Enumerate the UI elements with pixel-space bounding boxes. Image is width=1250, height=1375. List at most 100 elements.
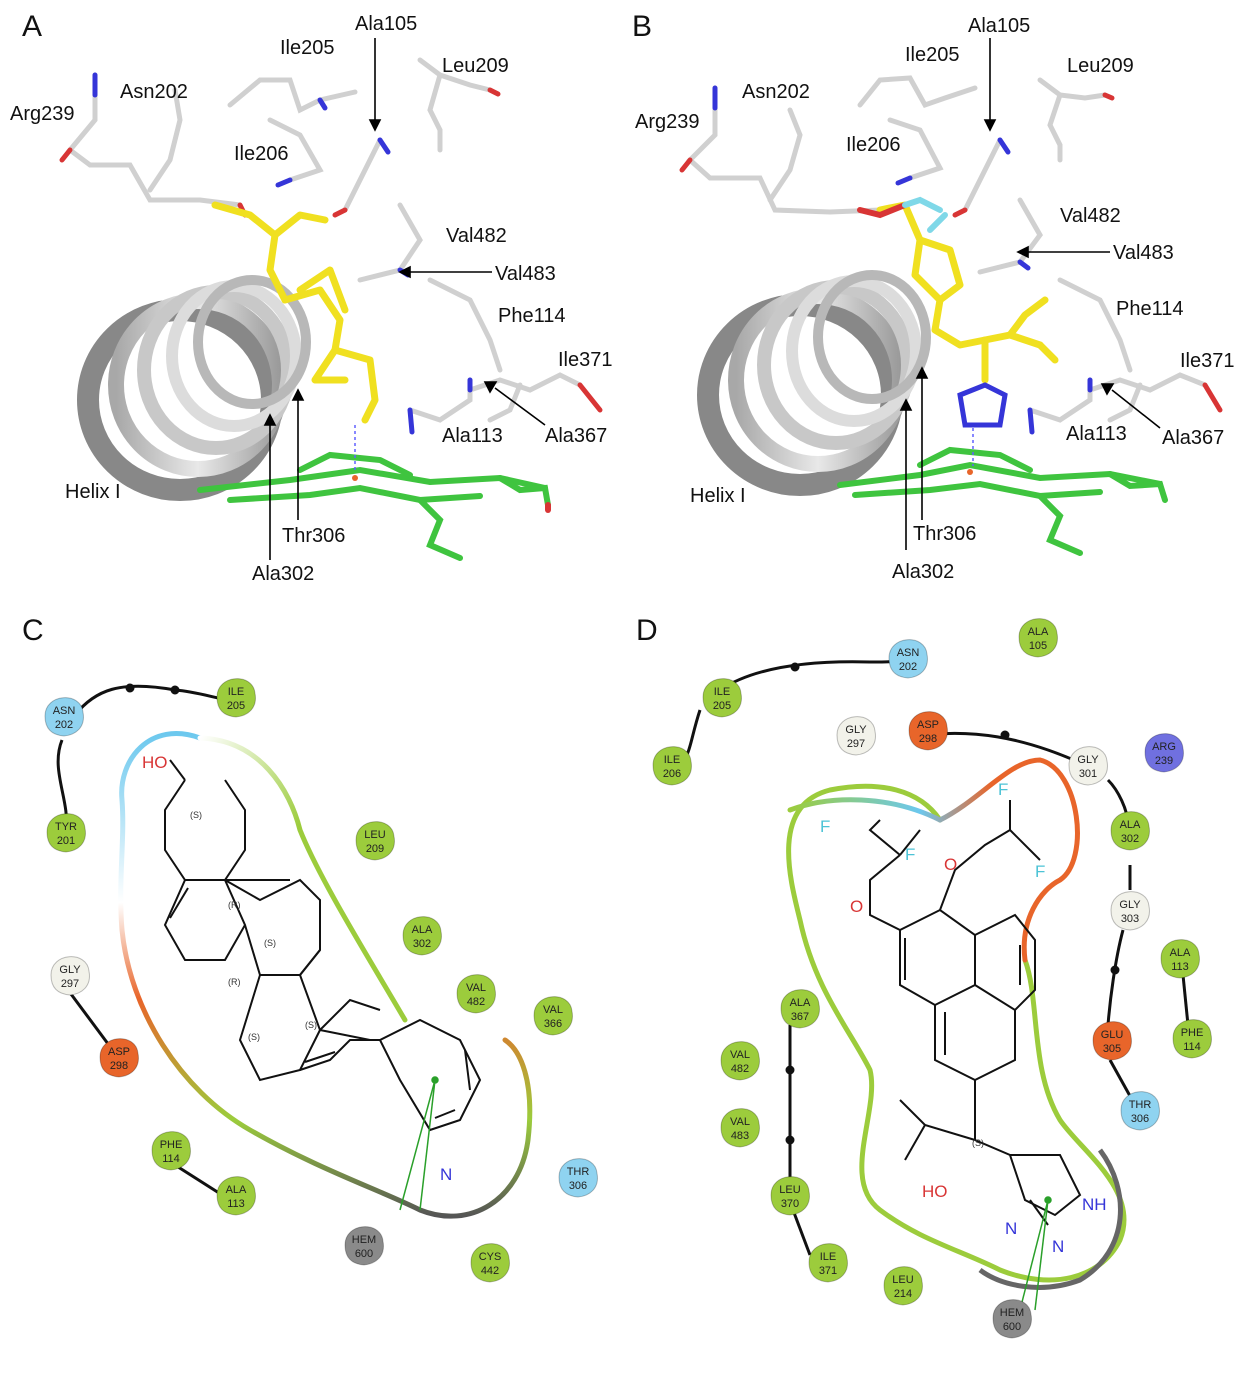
residue-phe-114: PHE 114 [151, 1131, 191, 1171]
residue-number: 298 [110, 1060, 128, 1072]
label-ile206: Ile206 [846, 134, 901, 156]
residue-marker [702, 678, 742, 718]
residue-name: GLU [1101, 1029, 1124, 1041]
panel-d: D [636, 614, 1212, 1339]
residue-number: 201 [57, 835, 75, 847]
label-arg239: Arg239 [10, 103, 75, 125]
label-ile205: Ile205 [280, 37, 335, 59]
residue-marker [1018, 618, 1058, 658]
iron-atom [352, 475, 358, 481]
residue-number: 305 [1103, 1043, 1121, 1055]
residue-name: THR [1129, 1099, 1152, 1111]
residue-name: CYS [479, 1251, 502, 1263]
residue-name: ALA [1170, 947, 1191, 959]
label-helix-i: Helix I [690, 485, 746, 507]
residue-marker [470, 1243, 510, 1283]
residue-name: GLY [59, 964, 81, 976]
residue-number: 600 [1003, 1321, 1021, 1333]
residue-number: 205 [713, 700, 731, 712]
residue-number: 306 [1131, 1113, 1149, 1125]
atom-f2: F [905, 845, 915, 864]
residue-name: ASP [108, 1046, 130, 1058]
stereo-c14: (S) [248, 1032, 260, 1042]
residue-marker [151, 1131, 191, 1171]
label-ala367: Ala367 [545, 425, 607, 447]
residue-name: THR [567, 1166, 590, 1178]
ligand-heteroatoms [857, 196, 1008, 428]
label-phe114: Phe114 [1116, 298, 1183, 320]
residue-name: ILE [228, 686, 245, 698]
residue-number: 297 [847, 738, 865, 750]
ligand-sticks [876, 201, 1059, 384]
residue-marker [1110, 811, 1150, 851]
residue-marker [355, 821, 395, 861]
residue-name: LEU [779, 1184, 800, 1196]
residue-marker [1144, 733, 1184, 773]
pocket-outline-inner [197, 735, 408, 1023]
residue-number: 105 [1029, 640, 1047, 652]
residue-marker [808, 1243, 848, 1283]
residue-number: 113 [227, 1198, 245, 1210]
residue-name: ASN [897, 647, 920, 659]
residue-number: 114 [162, 1153, 180, 1165]
panel-letter-b: B [632, 10, 652, 43]
residue-marker [780, 989, 820, 1029]
residue-name: ILE [714, 686, 731, 698]
label-val482: Val482 [1060, 205, 1121, 227]
residue-marker [344, 1226, 384, 1266]
atom-o2: O [944, 855, 957, 874]
residue-name: LEU [364, 829, 385, 841]
steroid-structure [163, 759, 482, 1132]
residue-thr-306: THR 306 [1120, 1091, 1160, 1131]
residue-name: VAL [466, 982, 486, 994]
residue-number: 371 [819, 1265, 837, 1277]
residue-marker [908, 711, 948, 751]
residue-name: PHE [160, 1139, 183, 1151]
heme-sticks [197, 451, 551, 561]
residue-number: 297 [61, 978, 79, 990]
atom-f3: F [998, 780, 1008, 799]
residue-marker [216, 1176, 256, 1216]
helix-i-ribbon [697, 270, 931, 496]
label-arg239: Arg239 [635, 111, 700, 133]
residue-marker [1068, 746, 1108, 786]
residue-marker [883, 1266, 923, 1306]
residue-marker [46, 813, 86, 853]
atom-hydroxyl: HO [142, 753, 168, 772]
panel-a: A [10, 10, 613, 585]
panel-b: B [632, 10, 1235, 583]
label-thr306: Thr306 [913, 523, 976, 545]
atom-pyridine-n: N [440, 1165, 452, 1184]
atom-f1: F [820, 817, 830, 836]
residue-number: 202 [55, 719, 73, 731]
residue-name: ALA [1120, 819, 1141, 831]
stereo-center: (S) [972, 1138, 984, 1148]
residue-number: 202 [899, 661, 917, 673]
label-asn202: Asn202 [742, 81, 810, 103]
residue-marker [216, 678, 256, 718]
atom-o1: O [850, 897, 863, 916]
residue-marker [1110, 891, 1150, 931]
label-ala113: Ala113 [442, 425, 503, 447]
atom-n2: N [1052, 1237, 1064, 1256]
panel-b-arrows [899, 38, 1161, 550]
residue-heteroatoms [59, 72, 603, 435]
residue-number: 302 [1121, 833, 1139, 845]
label-asn202: Asn202 [120, 81, 188, 103]
